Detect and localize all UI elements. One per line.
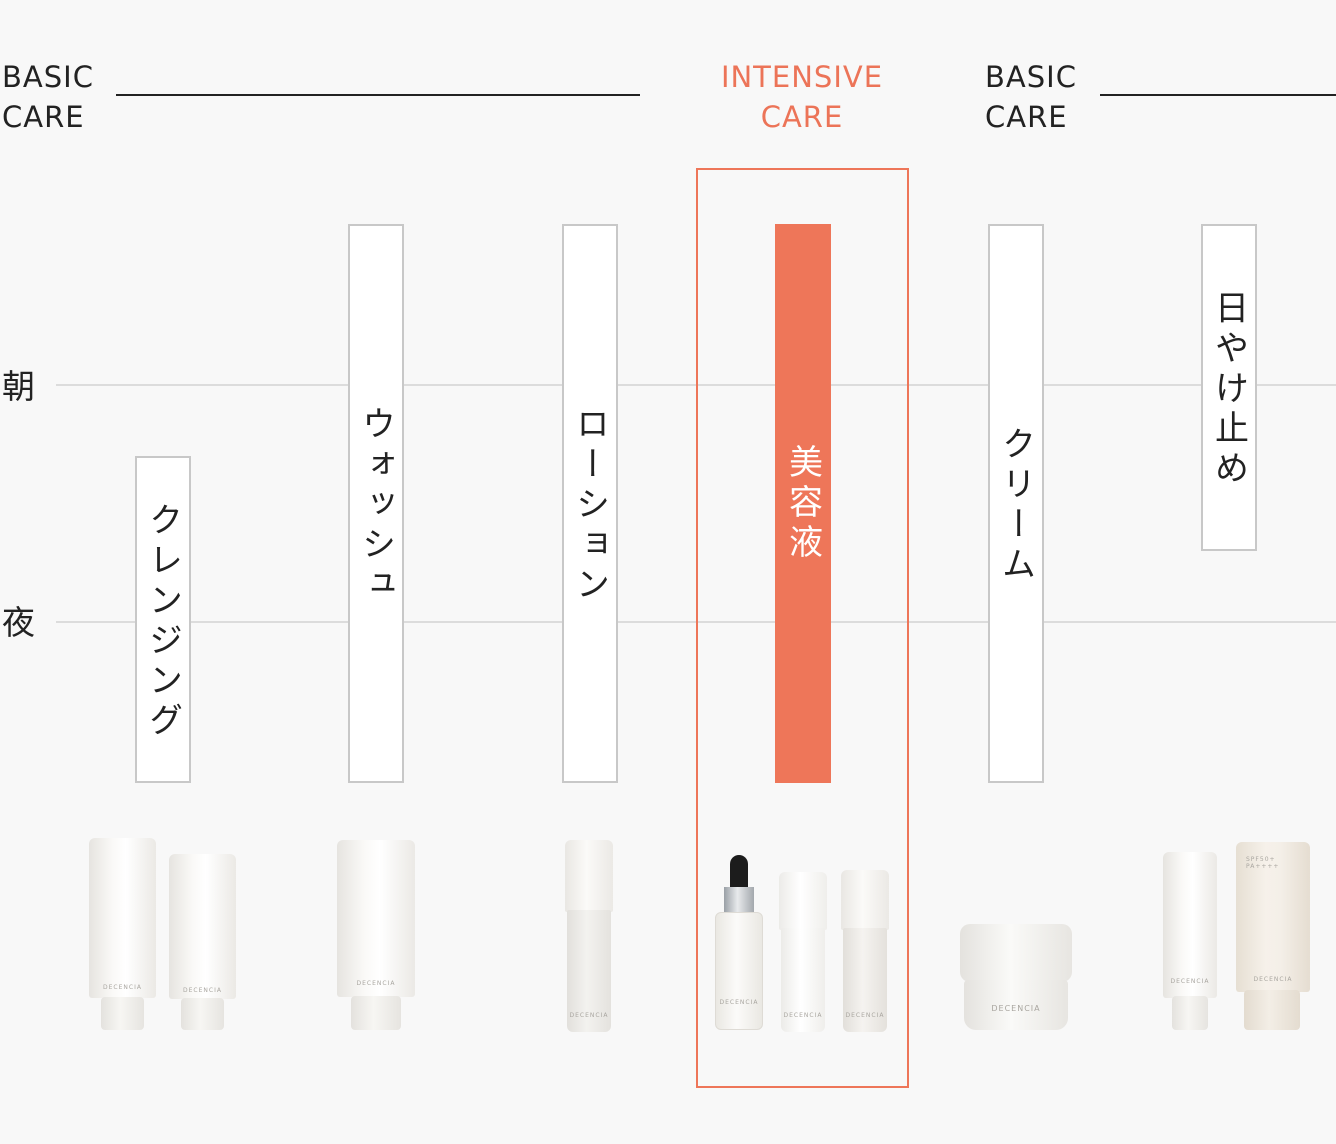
brand-text: DECENCIA [991, 1004, 1041, 1013]
basic-care-divider-right [1100, 94, 1336, 96]
step-label-cream: クリーム [995, 426, 1036, 586]
brand-text: DECENCIA [719, 999, 759, 1006]
brand-text: DECENCIA [569, 1012, 609, 1019]
step-sunscreen[interactable]: 日やけ止め [1201, 224, 1257, 551]
basic-care-label-left: BASIC CARE [2, 60, 94, 134]
serum-dropper-bottle: DECENCIA [715, 912, 763, 1030]
brand-text: DECENCIA [783, 1012, 823, 1019]
cream-jar-lid [960, 924, 1072, 982]
brand-text: DECENCIA [356, 980, 396, 987]
sunscreen-spf-label: SPF50+ PA++++ [1246, 856, 1280, 870]
night-label: 夜 [2, 603, 35, 642]
serum-bottle-white-cap [779, 872, 827, 930]
serum-bottle-white: DECENCIA [781, 928, 825, 1032]
step-label-serum: 美容液 [782, 444, 823, 564]
wash-tube: DECENCIA [337, 840, 415, 997]
cleansing-tube-small: DECENCIA [169, 854, 236, 999]
brand-text: DECENCIA [103, 984, 142, 991]
intensive-care-frame [696, 168, 909, 1088]
brand-text: DECENCIA [1253, 976, 1293, 983]
morning-label: 朝 [2, 367, 35, 406]
step-label-sunscreen: 日やけ止め [1208, 290, 1249, 490]
step-wash[interactable]: ウォッシュ [348, 224, 404, 783]
basic-care-divider-left [116, 94, 640, 96]
step-serum[interactable]: 美容液 [775, 224, 831, 783]
serum-bottle-beige-cap [841, 870, 889, 930]
step-label-wash: ウォッシュ [355, 406, 396, 606]
cleansing-tube-large: DECENCIA [89, 838, 156, 998]
brand-text: DECENCIA [845, 1012, 885, 1019]
brand-text: DECENCIA [183, 987, 222, 994]
intensive-care-label: INTENSIVE CARE [720, 60, 884, 134]
brand-text: DECENCIA [1170, 978, 1210, 985]
lotion-bottle-cap [565, 840, 613, 912]
step-lotion[interactable]: ローション [562, 224, 618, 783]
basic-care-label-right: BASIC CARE [985, 60, 1077, 134]
cleansing-tube-large-cap [101, 997, 144, 1030]
serum-bottle-beige: DECENCIA [843, 928, 887, 1032]
sunscreen-tube-small: DECENCIA [1163, 852, 1217, 998]
wash-tube-cap [351, 996, 401, 1030]
sunscreen-tube-large: SPF50+ PA++++ DECENCIA [1236, 842, 1310, 992]
cream-jar-base: DECENCIA [964, 980, 1068, 1030]
step-cleansing[interactable]: クレンジング [135, 456, 191, 783]
lotion-bottle: DECENCIA [567, 910, 611, 1032]
dropper-bulb [730, 855, 748, 889]
step-label-cleansing: クレンジング [142, 502, 183, 742]
dropper-collar [724, 887, 754, 913]
sunscreen-tube-small-cap [1172, 996, 1208, 1030]
cleansing-tube-small-cap [181, 998, 224, 1030]
step-cream[interactable]: クリーム [988, 224, 1044, 783]
step-label-lotion: ローション [569, 406, 610, 606]
sunscreen-tube-large-cap [1244, 990, 1300, 1030]
